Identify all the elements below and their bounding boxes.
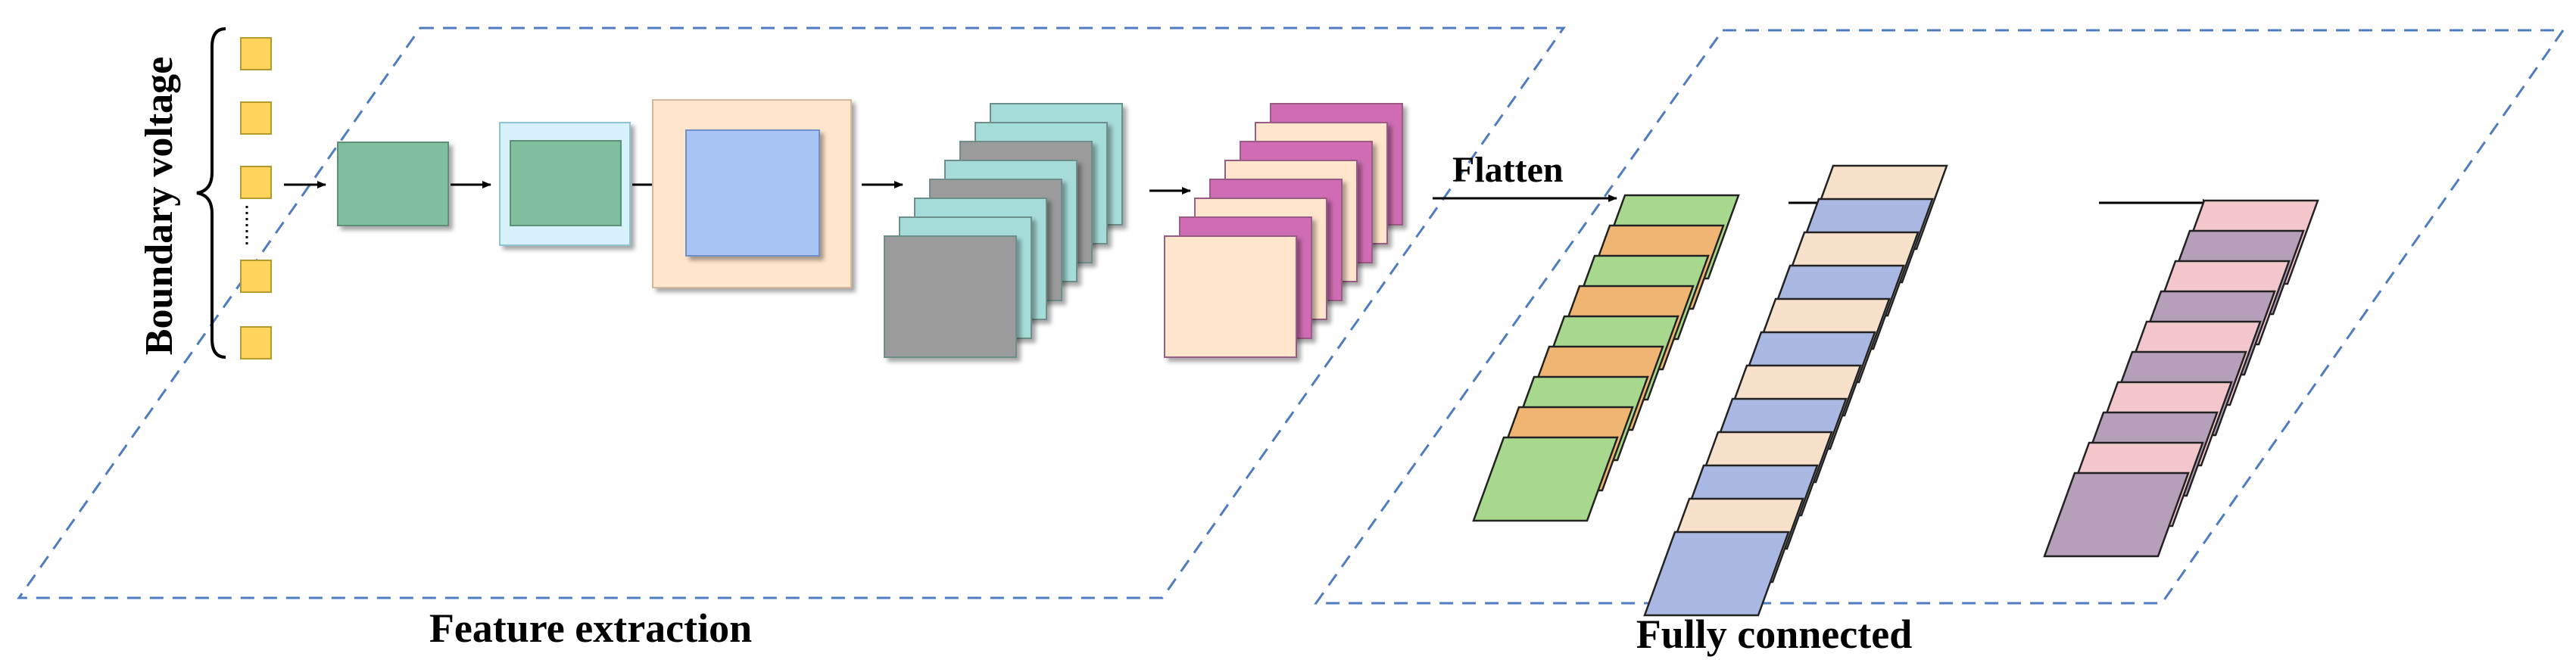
fully-connected-caption: Fully connected — [1636, 612, 1912, 657]
input-node — [240, 260, 272, 293]
fc-layer-3 — [2043, 199, 2319, 558]
feature-extraction-caption: Feature extraction — [429, 605, 752, 651]
flatten-label: Flatten — [1452, 150, 1564, 190]
fc-neuron-plane — [1472, 436, 1619, 522]
fc-neuron-plane — [2043, 471, 2190, 558]
input-node — [240, 166, 272, 199]
input-label: Boundary voltage — [138, 57, 181, 355]
input-brace — [196, 27, 226, 359]
feature-map-stack-peach-magenta — [1164, 103, 1403, 358]
conv3-inner — [685, 129, 820, 257]
fc-layer-2 — [1643, 164, 1948, 617]
conv2-inner — [510, 140, 622, 226]
feature-map-stack-gray-teal — [884, 103, 1123, 358]
fc-layer-1 — [1472, 194, 1740, 522]
fc-neuron-plane — [1643, 531, 1790, 617]
input-node — [240, 37, 272, 70]
feature-extraction-region — [17, 26, 1566, 599]
feature-map — [1164, 235, 1297, 358]
input-node — [240, 101, 272, 135]
input-nodes — [240, 37, 272, 359]
fully-connected-region — [1314, 29, 2565, 605]
feature-map — [884, 235, 1017, 358]
input-node — [240, 326, 272, 359]
conv1-block — [337, 142, 449, 226]
